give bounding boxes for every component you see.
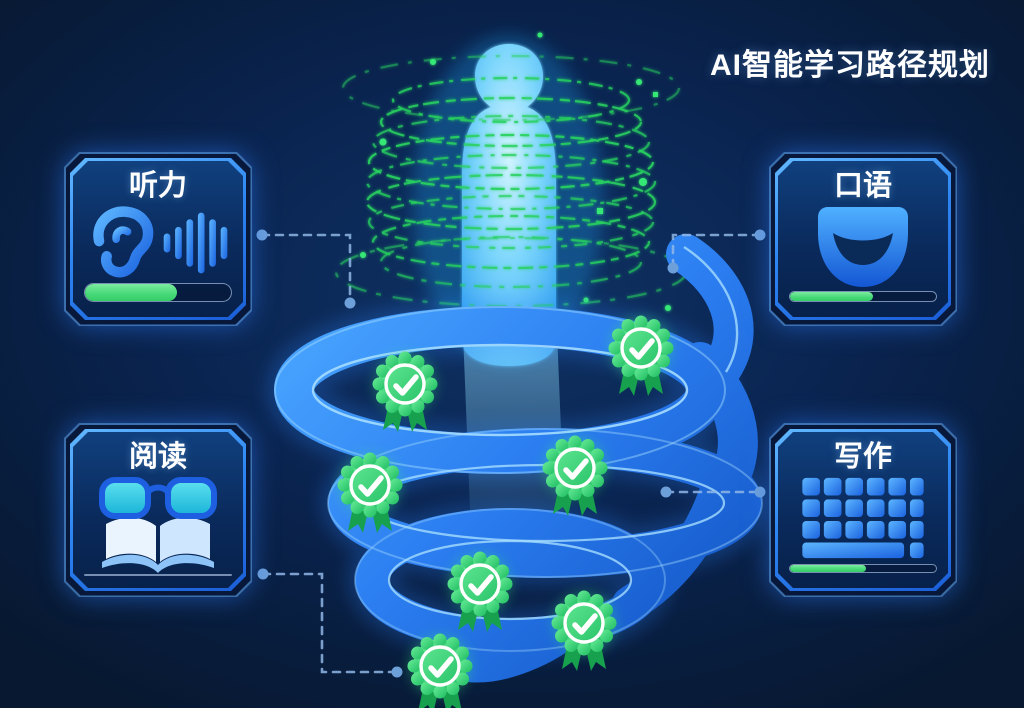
milestone-badge <box>609 316 674 397</box>
spiral-rim-light <box>274 245 763 652</box>
smiling-mouth-icon <box>778 203 948 291</box>
skill-card-writing[interactable]: 写作 <box>769 423 957 597</box>
skill-card-reading[interactable]: 阅读 <box>64 423 252 597</box>
card-panel: 写作 <box>778 432 948 588</box>
progress-fill <box>790 565 866 572</box>
progress-fill <box>85 284 177 301</box>
progress-track <box>84 574 232 576</box>
progress-track <box>789 564 937 573</box>
progress-track <box>84 283 232 302</box>
card-panel: 听力 <box>73 161 243 317</box>
card-title: 写作 <box>833 441 892 473</box>
card-title: 听力 <box>128 170 187 202</box>
progress-track <box>789 291 937 302</box>
progress-fill <box>790 292 873 301</box>
card-title: 口语 <box>833 170 892 202</box>
skill-card-speaking[interactable]: 口语 <box>769 152 957 326</box>
ear-soundwave-icon <box>73 203 243 283</box>
page-title: AI智能学习路径规划 <box>710 49 990 82</box>
skill-card-listening[interactable]: 听力 <box>64 152 252 326</box>
glasses-book-icon <box>73 474 243 574</box>
connector-reading <box>261 572 399 674</box>
connectors <box>260 233 762 674</box>
milestone-badge <box>552 591 617 672</box>
connector-dots <box>256 229 766 678</box>
card-panel: 口语 <box>778 161 948 317</box>
card-title: 阅读 <box>128 441 187 473</box>
connector-speaking <box>671 233 762 270</box>
connector-listening <box>260 233 352 305</box>
card-panel: 阅读 <box>73 432 243 588</box>
keyboard-icon <box>778 474 948 564</box>
